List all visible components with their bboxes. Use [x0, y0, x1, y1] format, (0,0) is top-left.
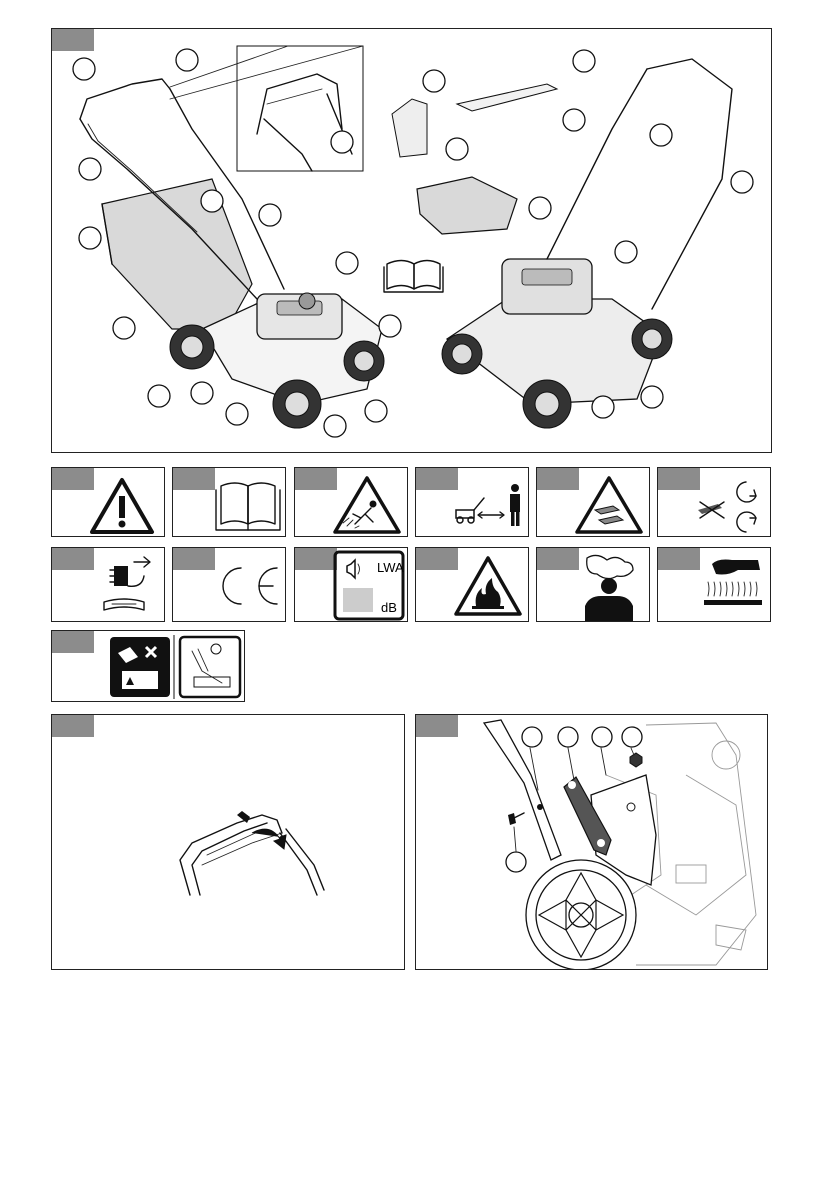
callout-12 — [365, 400, 387, 422]
symbol-thrown-objects — [294, 467, 408, 537]
callout-17 — [336, 252, 358, 274]
symbol-cutting-hazard — [536, 467, 650, 537]
callout-10 — [226, 403, 248, 425]
callout-13 — [379, 315, 401, 337]
callout-25 — [592, 396, 614, 418]
symbol-fuel-oil — [51, 630, 245, 702]
ce-mark-icon — [173, 548, 286, 622]
handle-assembly-panel — [415, 714, 768, 970]
open-book-icon — [173, 468, 286, 537]
symbol-flammable — [415, 547, 529, 622]
hot-surface-icon — [658, 548, 771, 622]
right-engine — [502, 259, 592, 314]
callout-20 — [650, 124, 672, 146]
symbol-spark-plug — [51, 547, 165, 622]
callout-2 — [176, 49, 198, 71]
sound-power-label-icon: LWA dB — [295, 548, 408, 622]
grass-bag — [102, 179, 252, 329]
callout-18 — [573, 50, 595, 72]
callout-11 — [324, 415, 346, 437]
callout-15 — [423, 70, 445, 92]
handle-assembly-illustration — [416, 715, 768, 970]
callout-6 — [259, 204, 281, 226]
callout-7 — [113, 317, 135, 339]
spark-plug-disconnect-icon — [52, 548, 165, 622]
assembly-callout-5 — [506, 852, 526, 872]
callout-22 — [529, 197, 551, 219]
symbol-sound-power: LWA dB — [294, 547, 408, 622]
symbol-toxic-fumes — [536, 547, 650, 622]
manual-book-icon — [384, 261, 443, 293]
toxic-fumes-icon — [537, 548, 650, 622]
handle-fold-illustration — [52, 715, 405, 970]
callout-9 — [191, 382, 213, 404]
assembly-callout-2 — [558, 727, 578, 747]
sound-unit-lwa: LWA — [377, 560, 404, 575]
symbol-ce — [172, 547, 286, 622]
callout-24 — [641, 386, 663, 408]
callout-5 — [201, 190, 223, 212]
thrown-objects-triangle-icon — [295, 468, 408, 537]
callout-14 — [331, 131, 353, 153]
symbol-keep-distance — [415, 467, 529, 537]
callout-4 — [79, 227, 101, 249]
keep-distance-icon — [416, 468, 529, 537]
symbol-warning — [51, 467, 165, 537]
callout-1 — [73, 58, 95, 80]
blade — [457, 84, 557, 111]
callout-3 — [79, 158, 101, 180]
callout-8 — [148, 385, 170, 407]
callout-16 — [446, 138, 468, 160]
warning-triangle-icon — [52, 468, 165, 537]
fuel-oil-warning-icon — [52, 631, 245, 702]
blade-hand-triangle-icon — [537, 468, 650, 537]
overview-panel — [51, 28, 772, 453]
mulch-plug — [417, 177, 517, 234]
symbol-read-manual — [172, 467, 286, 537]
assembly-callout-4 — [622, 727, 642, 747]
sound-unit-db: dB — [381, 600, 397, 615]
callout-19 — [563, 109, 585, 131]
left-handle-top — [80, 79, 170, 119]
lawnmower-overview-illustration — [52, 29, 772, 453]
symbol-hot-surface — [657, 547, 771, 622]
callout-23 — [615, 241, 637, 263]
fire-triangle-icon — [416, 548, 529, 622]
handle-fold-panel — [51, 714, 405, 970]
assembly-callout-1 — [522, 727, 542, 747]
symbol-rotating-blade — [657, 467, 771, 537]
rotating-blade-icon — [658, 468, 771, 537]
callout-21 — [731, 171, 753, 193]
assembly-callout-3 — [592, 727, 612, 747]
